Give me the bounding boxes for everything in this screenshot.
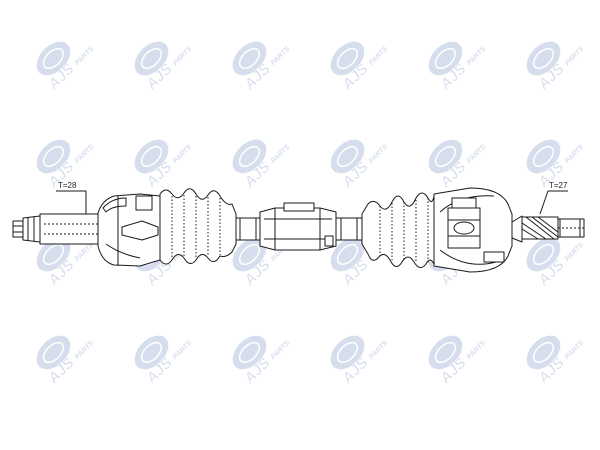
left-cv-boot bbox=[159, 188, 237, 265]
left-spline-leader bbox=[56, 190, 87, 214]
left-outer-stub bbox=[12, 213, 99, 245]
right-spline-count-label: T=27 bbox=[549, 181, 568, 190]
center-damper bbox=[259, 202, 337, 251]
shaft-right-section bbox=[335, 217, 363, 241]
right-spline-leader bbox=[539, 190, 568, 215]
left-cv-joint-housing bbox=[97, 193, 161, 267]
right-splined-stub bbox=[511, 215, 585, 243]
right-cv-boot bbox=[361, 192, 435, 268]
left-spline-count-label: T=28 bbox=[58, 181, 77, 190]
right-inner-joint-housing bbox=[433, 187, 513, 273]
shaft-left-section bbox=[235, 217, 261, 241]
